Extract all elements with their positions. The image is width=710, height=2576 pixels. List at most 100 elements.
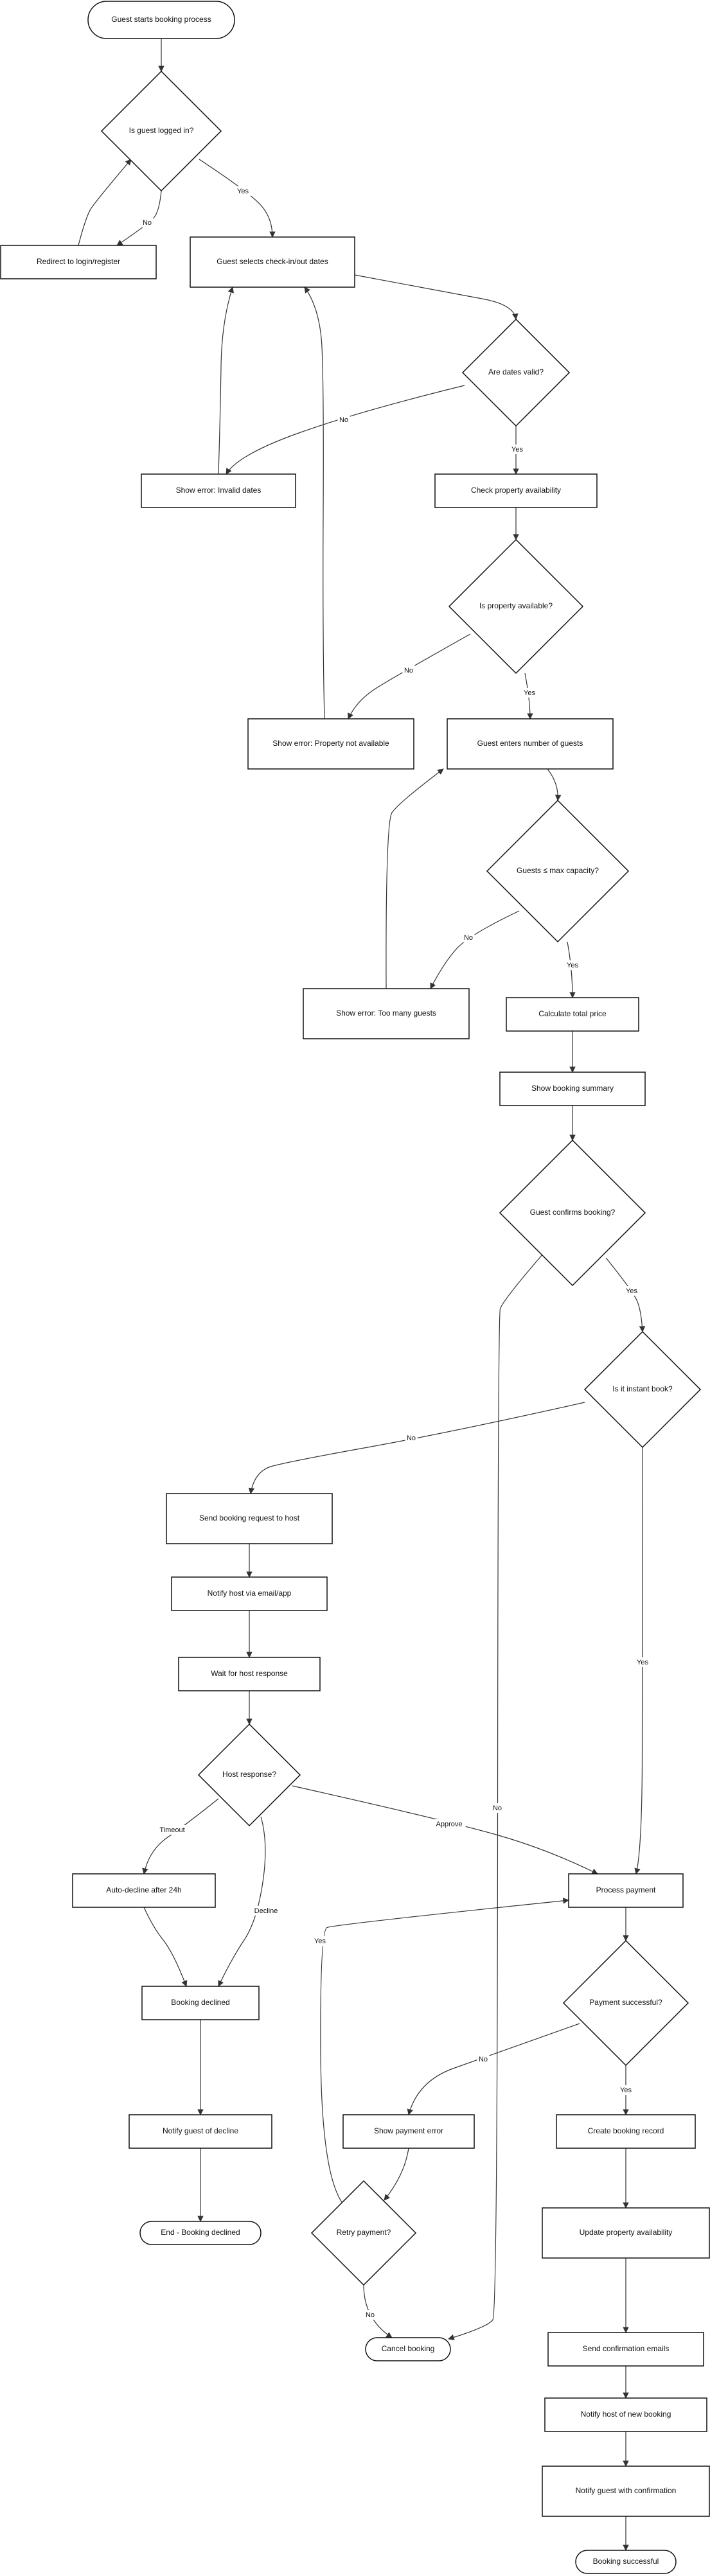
edge-label-bg bbox=[235, 186, 251, 196]
node-label: Guest starts booking process bbox=[111, 15, 211, 24]
edge-label-host_response-auto_decline: Timeout bbox=[155, 1825, 189, 1835]
node-label: Guest selects check-in/out dates bbox=[217, 257, 328, 266]
edge-label-text: Yes bbox=[237, 188, 249, 195]
node-label: Payment successful? bbox=[589, 1998, 662, 2007]
edge-auto_decline-booking_declined bbox=[143, 1907, 188, 1987]
edge-label-payment_success-payment_error: No bbox=[477, 2054, 490, 2064]
edge-error_unavailable-select_dates bbox=[304, 287, 325, 719]
edge-label-bg bbox=[509, 445, 526, 454]
edge-label-text: No bbox=[407, 1434, 416, 1442]
edge-label-confirm_booking-instant_book: Yes bbox=[623, 1286, 640, 1296]
terminal-pill bbox=[575, 2550, 677, 2574]
node-label: Show error: Invalid dates bbox=[176, 486, 262, 495]
node-booking-summary: Show booking summary bbox=[499, 1072, 646, 1106]
process-box bbox=[178, 1657, 321, 1691]
edge-confirm_booking-instant_book bbox=[605, 1257, 646, 1332]
process-box bbox=[129, 2114, 272, 2149]
node-calc-price: Calculate total price bbox=[506, 997, 639, 1032]
process-box bbox=[72, 1873, 216, 1908]
node-dates-valid: Are dates valid? bbox=[461, 318, 571, 427]
node-label: Show booking summary bbox=[531, 1084, 614, 1093]
edge-host_response-auto_decline bbox=[142, 1798, 219, 1875]
process-box bbox=[0, 245, 157, 279]
node-send-emails: Send confirmation emails bbox=[547, 2332, 704, 2367]
edge-label-bg bbox=[337, 415, 350, 425]
node-label: Process payment bbox=[596, 1885, 656, 1894]
process-box bbox=[544, 2397, 707, 2432]
node-label: Show error: Property not available bbox=[272, 739, 389, 748]
process-box bbox=[141, 473, 296, 508]
node-notify-decline: Notify guest of decline bbox=[129, 2114, 272, 2149]
node-label: Wait for host response bbox=[211, 1669, 288, 1678]
edge-label-text: No bbox=[479, 2056, 488, 2063]
edge-guest_capacity-error_guests bbox=[430, 910, 520, 989]
node-logged-in: Is guest logged in? bbox=[100, 70, 222, 192]
node-retry-payment: Retry payment? bbox=[310, 2180, 417, 2286]
decision-diamond bbox=[448, 538, 584, 675]
edge-label-text: Yes bbox=[626, 1287, 637, 1295]
edge-payment_error-retry_payment bbox=[384, 2148, 409, 2201]
process-box bbox=[342, 2114, 475, 2149]
edge-label-payment_success-create_record: Yes bbox=[617, 2085, 634, 2095]
node-label: Notify host via email/app bbox=[208, 1589, 292, 1598]
edge-retry_payment-process_payment bbox=[320, 1898, 569, 2203]
node-notify-guest-confirm: Notify guest with confirmation bbox=[542, 2466, 710, 2517]
node-label: Is it instant book? bbox=[612, 1384, 673, 1393]
edge-label-text: No bbox=[464, 934, 473, 942]
edge-label-bg bbox=[155, 1825, 189, 1835]
edge-error_guests-enter_guests bbox=[386, 768, 444, 989]
edge-label-bg bbox=[617, 2085, 634, 2095]
edge-select_dates-dates_valid bbox=[354, 274, 519, 320]
edge-labels-layer: NoYesNoYesNoYesNoYesYesNoYesNoApproveDec… bbox=[141, 186, 651, 2320]
decision-diamond bbox=[486, 799, 630, 943]
node-error-guests: Show error: Too many guests bbox=[303, 988, 470, 1039]
edge-label-bg bbox=[402, 666, 415, 675]
node-label: Host response? bbox=[222, 1770, 276, 1779]
node-label: Cancel booking bbox=[382, 2344, 435, 2353]
edge-label-instant_book-send_request: No bbox=[405, 1433, 418, 1443]
node-label: Booking declined bbox=[171, 1998, 229, 2007]
edge-label-retry_payment-cancel_booking: No bbox=[364, 2310, 377, 2320]
edge-label-text: No bbox=[339, 416, 348, 424]
process-box bbox=[434, 473, 598, 508]
node-label: Check property availability bbox=[471, 486, 561, 495]
node-label: Send confirmation emails bbox=[583, 2344, 670, 2353]
node-booking-declined: Booking declined bbox=[141, 1986, 260, 2020]
process-box bbox=[171, 1576, 328, 1611]
node-label: Notify guest with confirmation bbox=[576, 2486, 677, 2495]
edge-dates_valid-error_dates bbox=[226, 385, 465, 475]
node-label: Are dates valid? bbox=[488, 367, 544, 376]
edge-redirect_login-logged_in bbox=[78, 159, 132, 246]
node-auto-decline: Auto-decline after 24h bbox=[72, 1873, 216, 1908]
decision-diamond bbox=[461, 318, 571, 427]
node-host-response: Host response? bbox=[197, 1723, 301, 1827]
edge-label-guest_capacity-error_guests: No bbox=[462, 933, 475, 942]
edge-label-text: Yes bbox=[620, 2086, 632, 2094]
node-end-declined: End - Booking declined bbox=[139, 2221, 262, 2245]
process-box bbox=[190, 236, 355, 288]
node-select-dates: Guest selects check-in/out dates bbox=[190, 236, 355, 288]
edge-label-text: Yes bbox=[637, 1659, 648, 1666]
node-payment-success: Payment successful? bbox=[562, 1939, 689, 2067]
edge-label-text: No bbox=[366, 2311, 375, 2319]
edge-label-host_response-process_payment: Approve bbox=[432, 1819, 466, 1829]
edge-instant_book-send_request bbox=[248, 1402, 585, 1494]
edge-label-bg bbox=[491, 1803, 504, 1813]
edge-label-bg bbox=[249, 1906, 283, 1916]
edge-label-property_available-enter_guests: Yes bbox=[521, 688, 538, 698]
process-box bbox=[542, 2466, 710, 2517]
node-label: Show payment error bbox=[374, 2126, 443, 2135]
process-box bbox=[166, 1493, 333, 1544]
node-start: Guest starts booking process bbox=[87, 1, 235, 39]
node-notify-host: Notify host via email/app bbox=[171, 1576, 328, 1611]
node-instant-book: Is it instant book? bbox=[583, 1330, 702, 1449]
edge-label-text: No bbox=[143, 219, 152, 227]
node-create-record: Create booking record bbox=[556, 2114, 696, 2149]
process-box bbox=[247, 718, 414, 770]
node-label: Retry payment? bbox=[337, 2228, 391, 2237]
edge-label-logged_in-select_dates: Yes bbox=[235, 186, 251, 196]
node-error-unavailable: Show error: Property not available bbox=[247, 718, 414, 770]
edge-label-logged_in-redirect_login: No bbox=[141, 218, 154, 227]
edge-label-guest_capacity-calc_price: Yes bbox=[564, 960, 581, 970]
